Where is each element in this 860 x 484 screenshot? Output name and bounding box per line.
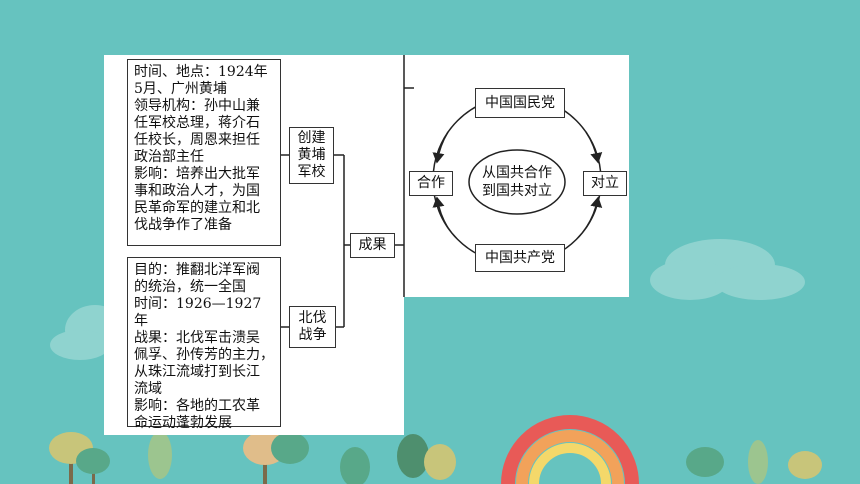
kmt-box: 中国国民党 [475,88,565,118]
center-label: 从国共合作 到国共对立 [482,165,552,199]
ccp-box: 中国共产党 [475,244,565,272]
node-whampoa: 创建 黄埔 军校 [289,127,334,184]
cooperation-box: 合作 [409,171,453,196]
center-ellipse [468,149,566,215]
northern-expedition-info-box: 目的：推翻北洋军阀 的统治，统一全国 时间：1926—1927年 战果：北伐军击… [127,257,281,431]
tree-decoration [49,431,822,484]
whampoa-info-box: 时间、地点：1924年 5月、广州黄埔 领导机构：孙中山兼 任军校总理，蒋介石 … [127,59,281,246]
opposition-box: 对立 [583,171,627,196]
node-northern-expedition: 北伐 战争 [289,306,336,348]
cloud-decoration [50,239,805,360]
rainbow-decoration [501,415,639,484]
node-result: 成果 [350,233,395,258]
